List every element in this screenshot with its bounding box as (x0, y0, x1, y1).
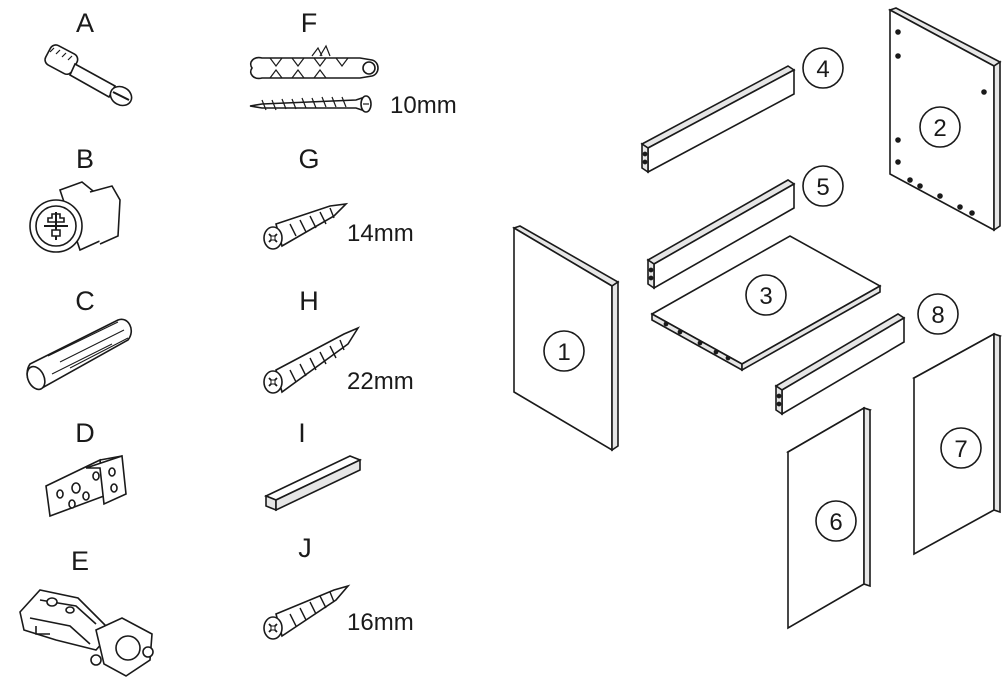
hardware-label-a: A (75, 8, 94, 38)
callout-circle-6 (815, 500, 857, 542)
callout-number-1: 1 (557, 339, 570, 366)
hardware-label-j: J (298, 533, 312, 563)
hardware-label-c: C (75, 286, 95, 316)
callout-circle-8 (917, 293, 959, 335)
callout-circle-1 (543, 330, 585, 372)
callout-number-7: 7 (954, 436, 967, 463)
wooden-dowel-icon (26, 318, 133, 391)
callout-circle-7 (940, 427, 982, 469)
wall-plug-and-screw-icon (249, 44, 379, 113)
hardware-label-e: E (70, 546, 89, 576)
size-label-g: 14mm (347, 220, 414, 247)
hardware-label-i: I (298, 418, 306, 448)
hardware-label-g: G (298, 144, 320, 174)
panel-middle-rail (646, 179, 796, 290)
screw-icon (263, 202, 349, 250)
panel-top-rail (640, 65, 796, 174)
size-label-j: 16mm (347, 609, 414, 636)
callout-number-6: 6 (829, 509, 842, 536)
size-label-h: 22mm (347, 368, 414, 395)
cabinet-hinge-icon (19, 589, 154, 677)
hardware-label-f: F (300, 8, 318, 38)
size-label-f: 10mm (390, 92, 457, 119)
spacer-block-icon (264, 455, 362, 512)
screw-icon (263, 326, 361, 394)
hardware-label-b: B (75, 144, 94, 174)
callout-number-5: 5 (816, 174, 829, 201)
callout-number-4: 4 (816, 56, 829, 83)
cam-bolt-icon (44, 44, 133, 107)
callout-number-3: 3 (759, 283, 772, 310)
panel-front-rail (774, 313, 906, 416)
callout-number-8: 8 (931, 302, 944, 329)
hardware-label-d: D (75, 418, 95, 448)
cam-lock-icon (29, 181, 121, 253)
angle-bracket-icon (45, 454, 127, 518)
callout-circle-2 (919, 106, 961, 148)
screw-icon (263, 584, 351, 640)
callout-circle-4 (802, 47, 844, 89)
hardware-label-h: H (299, 286, 319, 316)
callout-number-2: 2 (933, 115, 946, 142)
callout-circle-3 (745, 274, 787, 316)
callout-circle-5 (802, 165, 844, 207)
